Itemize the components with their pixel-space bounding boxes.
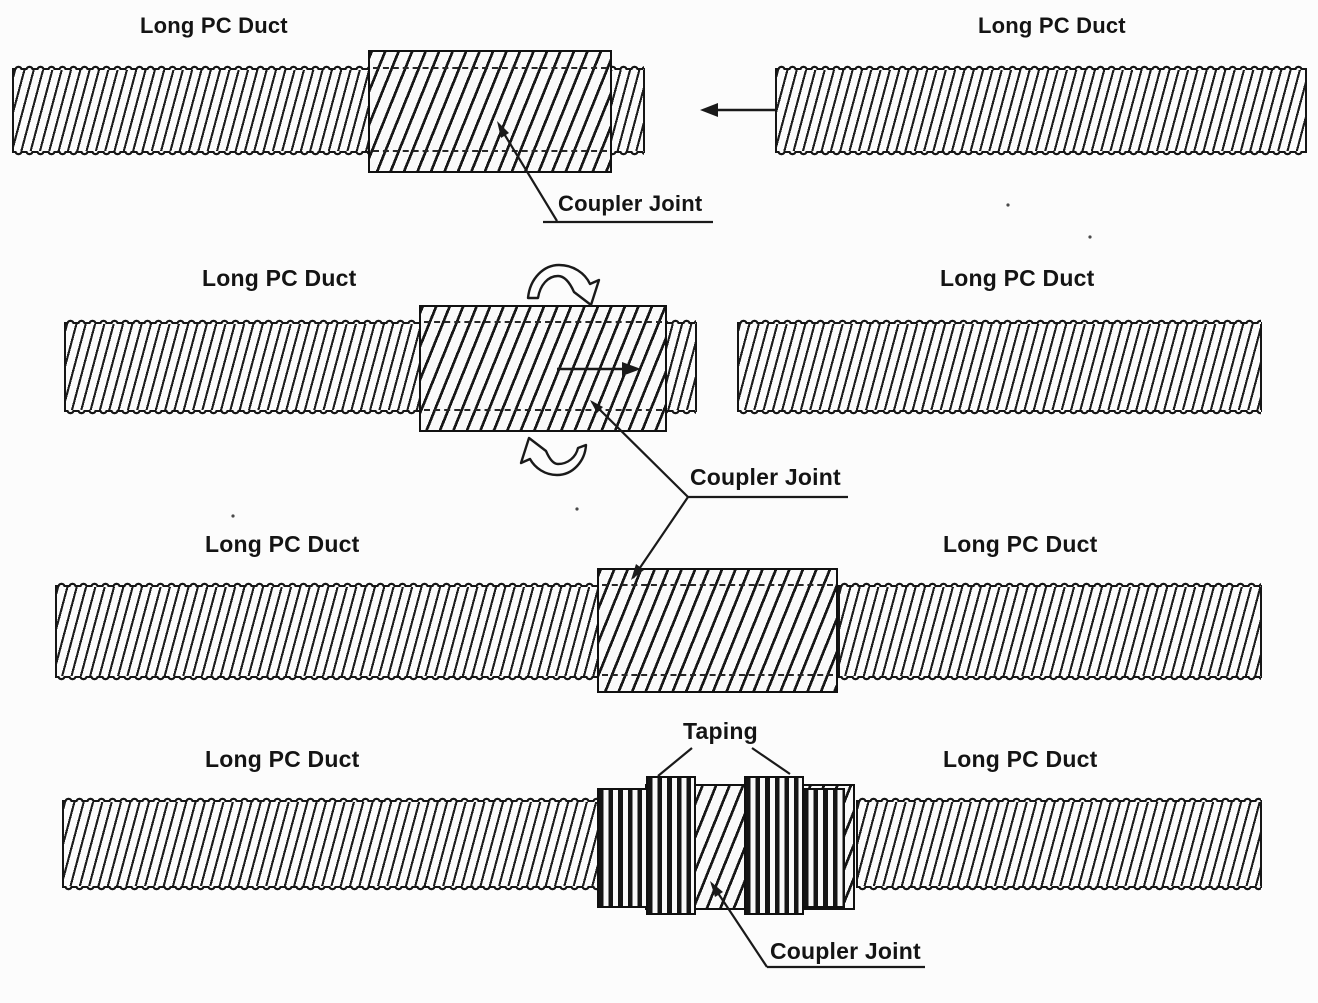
- taping-label: Taping: [683, 718, 758, 744]
- corrugated-duct-left: [55, 578, 600, 685]
- tape-wrap-right-outer: [802, 788, 845, 908]
- hidden-duct-line: [424, 409, 662, 411]
- coupler-sleeve: [419, 305, 667, 432]
- corrugated-duct-left: [62, 793, 645, 895]
- duct-label: Long PC Duct: [205, 531, 360, 557]
- tape-wrap-right: [744, 776, 804, 915]
- hidden-duct-line: [373, 150, 607, 152]
- leader-line-coupler-joint-1: [497, 121, 713, 224]
- corrugated-duct-right: [856, 793, 1262, 895]
- duct-label: Long PC Duct: [940, 265, 1095, 291]
- hidden-duct-line: [602, 584, 833, 586]
- move-left-arrow-icon: [700, 103, 775, 117]
- rotation-arrow-top-icon: [526, 263, 601, 307]
- coupler-sleeve: [645, 784, 855, 910]
- leader-arrowhead-icon: [590, 400, 603, 413]
- hidden-duct-line: [424, 321, 662, 323]
- coupler-sleeve: [597, 568, 838, 693]
- corrugated-duct-left: [64, 315, 697, 419]
- corrugated-duct-right: [775, 61, 1307, 160]
- scan-specks: [231, 203, 1092, 518]
- duct-label: Long PC Duct: [943, 531, 1098, 557]
- duct-label: Long PC Duct: [205, 746, 360, 772]
- leader-line-taping: [657, 747, 791, 777]
- corrugated-duct-right: [737, 315, 1262, 419]
- leader-arrowhead-icon: [710, 881, 723, 897]
- leader-line-coupler-joint-4: [710, 881, 925, 969]
- coupler-joint-label: Coupler Joint: [558, 191, 703, 216]
- coupler-sleeve: [368, 50, 612, 173]
- rotation-arrow-bottom-icon: [519, 436, 588, 477]
- move-right-arrow-icon: [557, 362, 641, 376]
- hidden-duct-line: [602, 674, 833, 676]
- tape-wrap-left: [646, 776, 696, 915]
- tape-wrap-left-outer: [597, 788, 648, 908]
- coupler-joint-label: Coupler Joint: [690, 464, 841, 490]
- corrugated-duct-right: [838, 578, 1262, 685]
- hidden-duct-line: [373, 67, 607, 69]
- duct-label: Long PC Duct: [140, 13, 288, 38]
- duct-label: Long PC Duct: [978, 13, 1126, 38]
- duct-label: Long PC Duct: [943, 746, 1098, 772]
- duct-label: Long PC Duct: [202, 265, 357, 291]
- coupler-joint-label: Coupler Joint: [770, 938, 921, 964]
- corrugated-duct-left: [12, 61, 645, 160]
- leader-arrowhead-icon: [631, 564, 644, 580]
- leader-arrowhead-icon: [497, 121, 509, 138]
